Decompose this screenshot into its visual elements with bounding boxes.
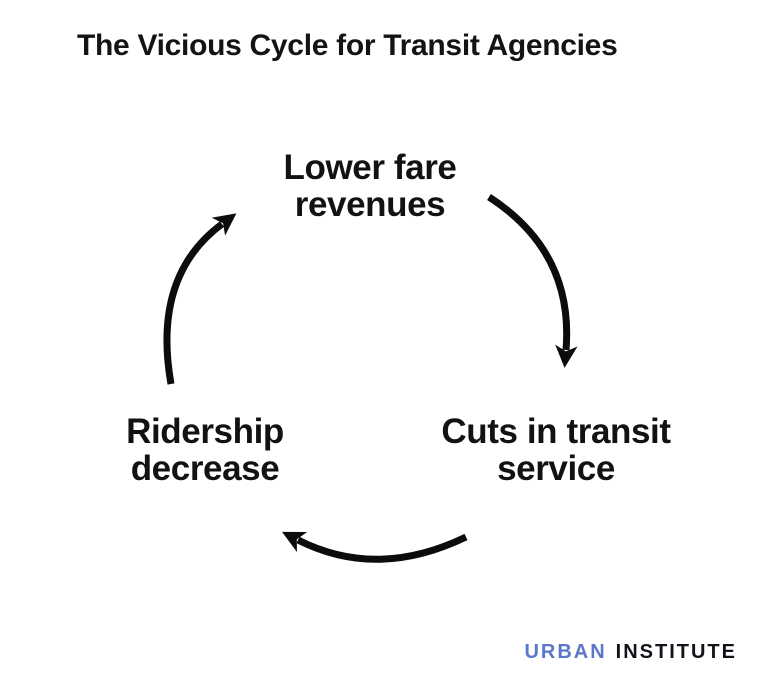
node-label-line: Cuts in transit xyxy=(441,412,671,451)
page-title: The Vicious Cycle for Transit Agencies xyxy=(77,29,618,62)
node-label-line: service xyxy=(497,449,615,488)
node-label-line: Ridership xyxy=(126,412,284,451)
arrow-cuts-to-ridership-icon xyxy=(282,531,468,563)
logo-institute-text: INSTITUTE xyxy=(615,641,737,663)
urban-institute-logo: URBAN INSTITUTE xyxy=(524,641,737,663)
node-label-line: revenues xyxy=(294,185,446,224)
node-cuts-in-transit-service: Cuts in transit service xyxy=(406,413,706,487)
node-ridership-decrease: Ridership decrease xyxy=(75,413,335,487)
arrow-ridership-to-revenues-icon xyxy=(163,213,237,385)
node-label-line: decrease xyxy=(130,449,280,488)
node-lower-fare-revenues: Lower fare revenues xyxy=(240,149,500,223)
node-label-line: Lower fare xyxy=(283,148,457,187)
logo-urban-text: URBAN xyxy=(524,641,607,663)
arrow-revenues-to-cuts-icon xyxy=(487,194,578,368)
